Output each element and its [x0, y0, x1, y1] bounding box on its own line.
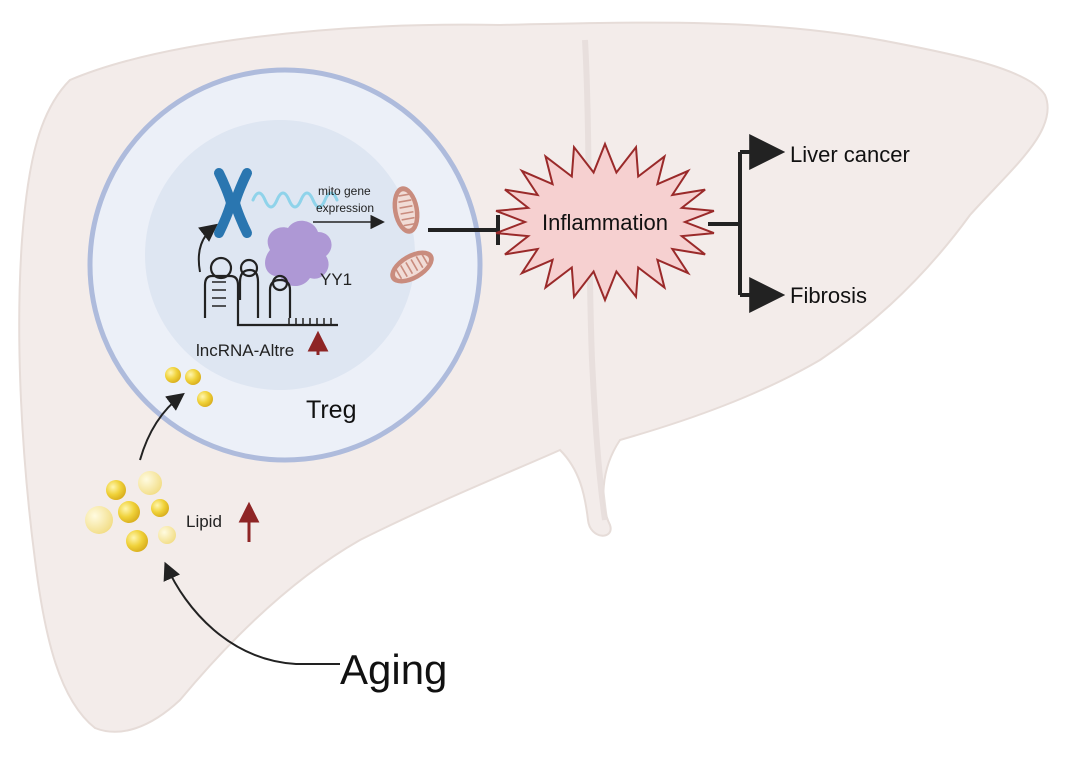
mito-gene-label: mito gene: [318, 184, 371, 198]
inflammation-burst: Inflammation: [495, 141, 715, 303]
lipid-label: Lipid: [186, 512, 222, 531]
lipid-cluster-icon: [85, 471, 176, 552]
lncrna-hairpin-icon: [203, 256, 338, 327]
aging-label: Aging: [340, 646, 447, 693]
chromosome-icon: [214, 168, 252, 238]
yy1-label: YY1: [320, 270, 352, 289]
mito-expression-label: expression: [316, 201, 374, 215]
fibrosis-label: Fibrosis: [790, 283, 867, 308]
mrna-icon: [251, 191, 339, 209]
lncrna-label: lncRNA-Altre: [196, 341, 294, 360]
inhibition-line: [428, 215, 500, 245]
mitochondria-icon: [390, 186, 434, 284]
yy1-protein-icon: [265, 220, 332, 287]
liver-cancer-label: Liver cancer: [790, 142, 910, 167]
treg-label: Treg: [306, 396, 356, 424]
lipid-to-treg-arrow: [139, 392, 185, 461]
lncrna-to-chromosome-arrow: [197, 223, 218, 273]
aging-arrow: [163, 561, 340, 665]
outcome-branch: [708, 134, 786, 313]
inflammation-label: Inflammation: [542, 210, 668, 235]
lipid-droplet-icon: [165, 367, 213, 407]
